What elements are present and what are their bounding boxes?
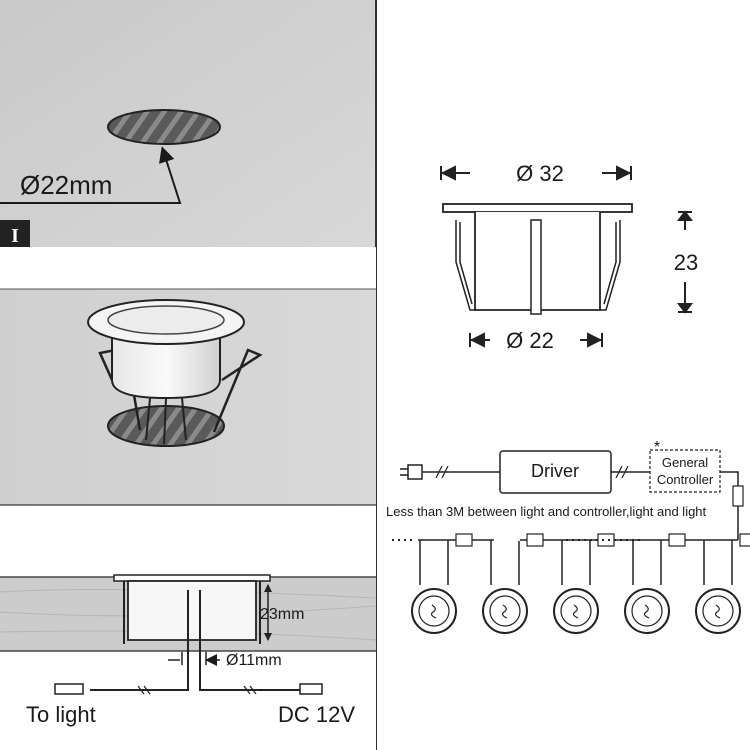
spring-clips xyxy=(123,581,261,644)
drilled-hole xyxy=(107,109,221,145)
top-diameter-label: Ø 32 xyxy=(516,161,564,186)
light-body xyxy=(111,337,221,400)
center-wire-profile xyxy=(530,219,542,315)
wiring-diagram: Driver * General Controller Less than 3M… xyxy=(386,439,750,634)
bus-connector xyxy=(455,533,473,547)
light-wires xyxy=(90,590,300,691)
step-badge-label: I xyxy=(11,225,19,247)
light-flange-profile xyxy=(442,203,633,213)
driver-label: Driver xyxy=(531,461,579,481)
depth-arrow-up xyxy=(264,584,272,592)
spring-clip-right xyxy=(212,348,263,433)
spring-clip-profile-right xyxy=(600,220,621,311)
light-wire xyxy=(632,540,662,585)
controller-label-line1: General xyxy=(662,455,708,470)
light-bulb-glyph xyxy=(714,604,721,619)
bus-connector xyxy=(526,533,544,547)
height-arrow-top xyxy=(677,210,693,221)
power-label: DC 12V xyxy=(278,702,355,727)
bottom-arrow-right xyxy=(587,332,603,348)
height-arrow-bottom xyxy=(677,303,693,314)
step3-panel: 23mm Ø11mm To light DC 12V xyxy=(0,504,377,750)
connector-right xyxy=(299,683,323,695)
light-bulb-glyph xyxy=(572,604,579,619)
step1-panel: Ø22mm I xyxy=(0,0,377,750)
light-wire xyxy=(419,540,449,585)
to-light-label: To light xyxy=(26,702,96,727)
hole-diameter-label: Ø22mm xyxy=(20,170,112,200)
height-label: 23 xyxy=(674,250,698,275)
light-wires xyxy=(145,397,187,445)
controller-output-cable xyxy=(720,471,739,540)
cable-break xyxy=(435,465,449,479)
light-bulb-glyph xyxy=(430,604,437,619)
connector-left xyxy=(54,683,84,695)
light-wire xyxy=(561,540,591,585)
depth-label: 23mm xyxy=(260,606,304,623)
light-bulb-glyph xyxy=(501,604,508,619)
distance-note: Less than 3M between light and controlle… xyxy=(386,504,707,519)
bottom-arrow-left xyxy=(469,332,485,348)
bus-connector xyxy=(739,533,750,547)
top-arrow-left xyxy=(440,165,456,181)
dimension-drawing: Ø 32 23 Ø 22 xyxy=(440,161,698,353)
controller-output-connector xyxy=(732,485,744,507)
wire-hole-label: Ø11mm xyxy=(226,652,282,669)
top-arrow-right xyxy=(616,165,632,181)
light-wire xyxy=(490,540,520,585)
bus-connector xyxy=(597,533,615,547)
light-wire xyxy=(703,540,733,585)
power-plug xyxy=(407,464,423,480)
controller-asterisk: * xyxy=(654,439,660,456)
light-lens xyxy=(107,305,225,335)
step-badge xyxy=(0,220,30,247)
light-bulb-glyph xyxy=(643,604,650,619)
controller-box xyxy=(649,449,721,493)
wire-break-marks xyxy=(137,685,257,695)
plug-prongs xyxy=(400,468,408,476)
cable-break xyxy=(615,465,629,479)
step2-panel xyxy=(0,247,376,505)
light-body xyxy=(127,580,257,641)
controller-label-line2: Controller xyxy=(657,472,714,487)
lights-row xyxy=(392,533,750,634)
bottom-diameter-label: Ø 22 xyxy=(506,328,554,353)
dimension-leader-line xyxy=(0,146,182,204)
bus-connector xyxy=(668,533,686,547)
depth-arrow-down xyxy=(264,633,272,641)
spring-clip-profile-left xyxy=(455,220,475,311)
